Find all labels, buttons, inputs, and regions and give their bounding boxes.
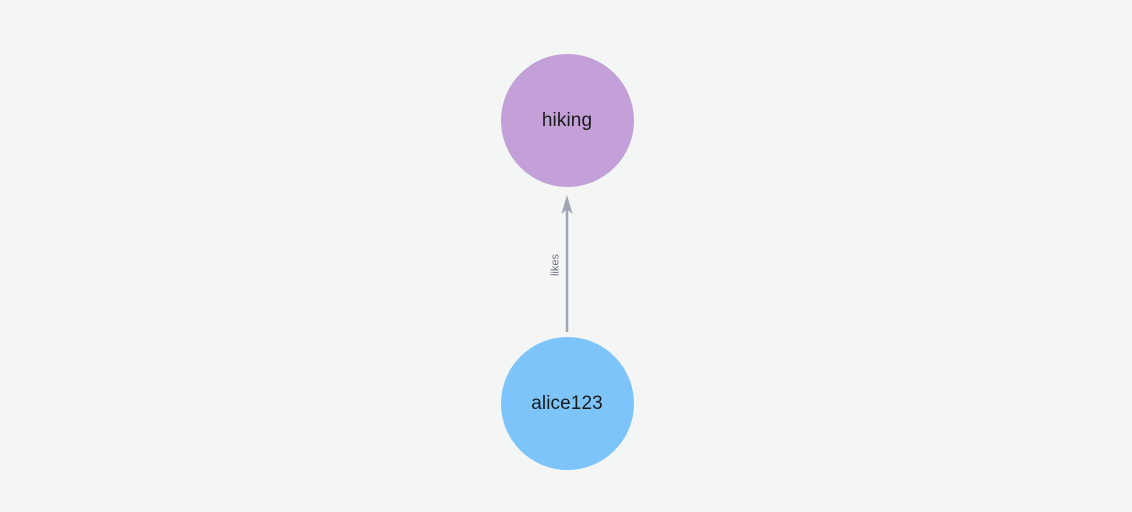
edge-label-likes: likes [549, 253, 562, 277]
graph-node-hiking[interactable]: hiking [500, 53, 634, 187]
node-label-hiking: hiking [541, 109, 593, 131]
edge-label-text: likes [549, 253, 562, 277]
graph-node-alice123[interactable]: alice123 [500, 336, 634, 470]
node-label-alice123: alice123 [531, 392, 603, 414]
edge-arrowhead-icon [561, 195, 573, 214]
graph-edge-alice123-likes-hiking[interactable] [561, 195, 573, 332]
